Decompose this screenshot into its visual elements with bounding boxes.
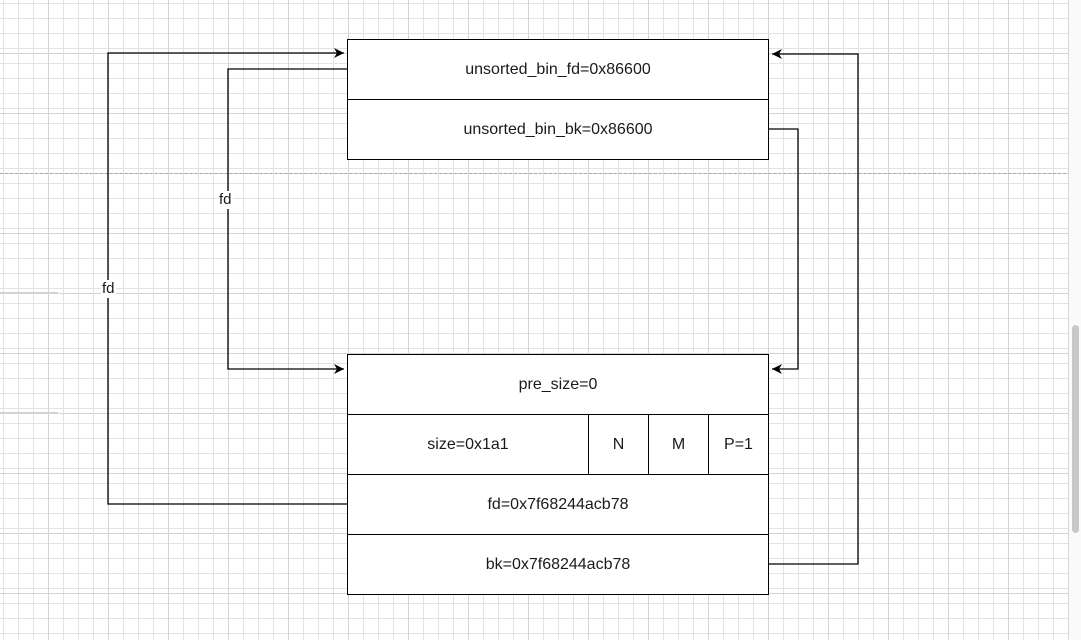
chunk-size-cell[interactable]: size=0x1a1 bbox=[347, 414, 589, 475]
chunk-fd-cell[interactable]: fd=0x7f68244acb78 bbox=[347, 474, 769, 535]
outer-fd-arrow[interactable] bbox=[107, 48, 348, 505]
bin-bk-arrow[interactable] bbox=[768, 128, 799, 374]
unsorted-bin-fd-cell[interactable]: unsorted_bin_fd=0x86600 bbox=[347, 39, 769, 100]
chunk-flag-n-text: N bbox=[612, 435, 625, 453]
chunk-flag-m-cell[interactable]: M bbox=[648, 414, 709, 475]
unsorted-bin-fd-text: unsorted_bin_fd=0x86600 bbox=[465, 60, 651, 78]
page-break-line bbox=[0, 173, 1066, 174]
ruler-mark bbox=[0, 412, 58, 413]
chunk-pre-size-text: pre_size=0 bbox=[518, 375, 598, 393]
vertical-scrollbar[interactable] bbox=[1069, 0, 1081, 640]
scrollbar-thumb[interactable] bbox=[1072, 325, 1079, 533]
chunk-bk-cell[interactable]: bk=0x7f68244acb78 bbox=[347, 534, 769, 595]
chunk-bk-text: bk=0x7f68244acb78 bbox=[485, 555, 631, 573]
inner-fd-edge-label[interactable]: fd bbox=[218, 191, 233, 209]
chunk-size-text: size=0x1a1 bbox=[427, 435, 509, 453]
chunk-flag-p-cell[interactable]: P=1 bbox=[708, 414, 769, 475]
ruler-mark bbox=[0, 292, 58, 293]
chunk-bk-arrow[interactable] bbox=[768, 49, 859, 565]
chunk-flag-n-cell[interactable]: N bbox=[588, 414, 649, 475]
chunk-flag-m-text: M bbox=[671, 435, 686, 453]
unsorted-bin-bk-cell[interactable]: unsorted_bin_bk=0x86600 bbox=[347, 99, 769, 160]
chunk-flag-p-text: P=1 bbox=[724, 435, 753, 453]
chunk-fd-text: fd=0x7f68244acb78 bbox=[487, 495, 629, 513]
outer-fd-edge-label[interactable]: fd bbox=[101, 280, 116, 298]
inner-fd-arrow[interactable] bbox=[227, 68, 348, 374]
chunk-pre-size-cell[interactable]: pre_size=0 bbox=[347, 354, 769, 415]
unsorted-bin-bk-text: unsorted_bin_bk=0x86600 bbox=[463, 120, 653, 138]
